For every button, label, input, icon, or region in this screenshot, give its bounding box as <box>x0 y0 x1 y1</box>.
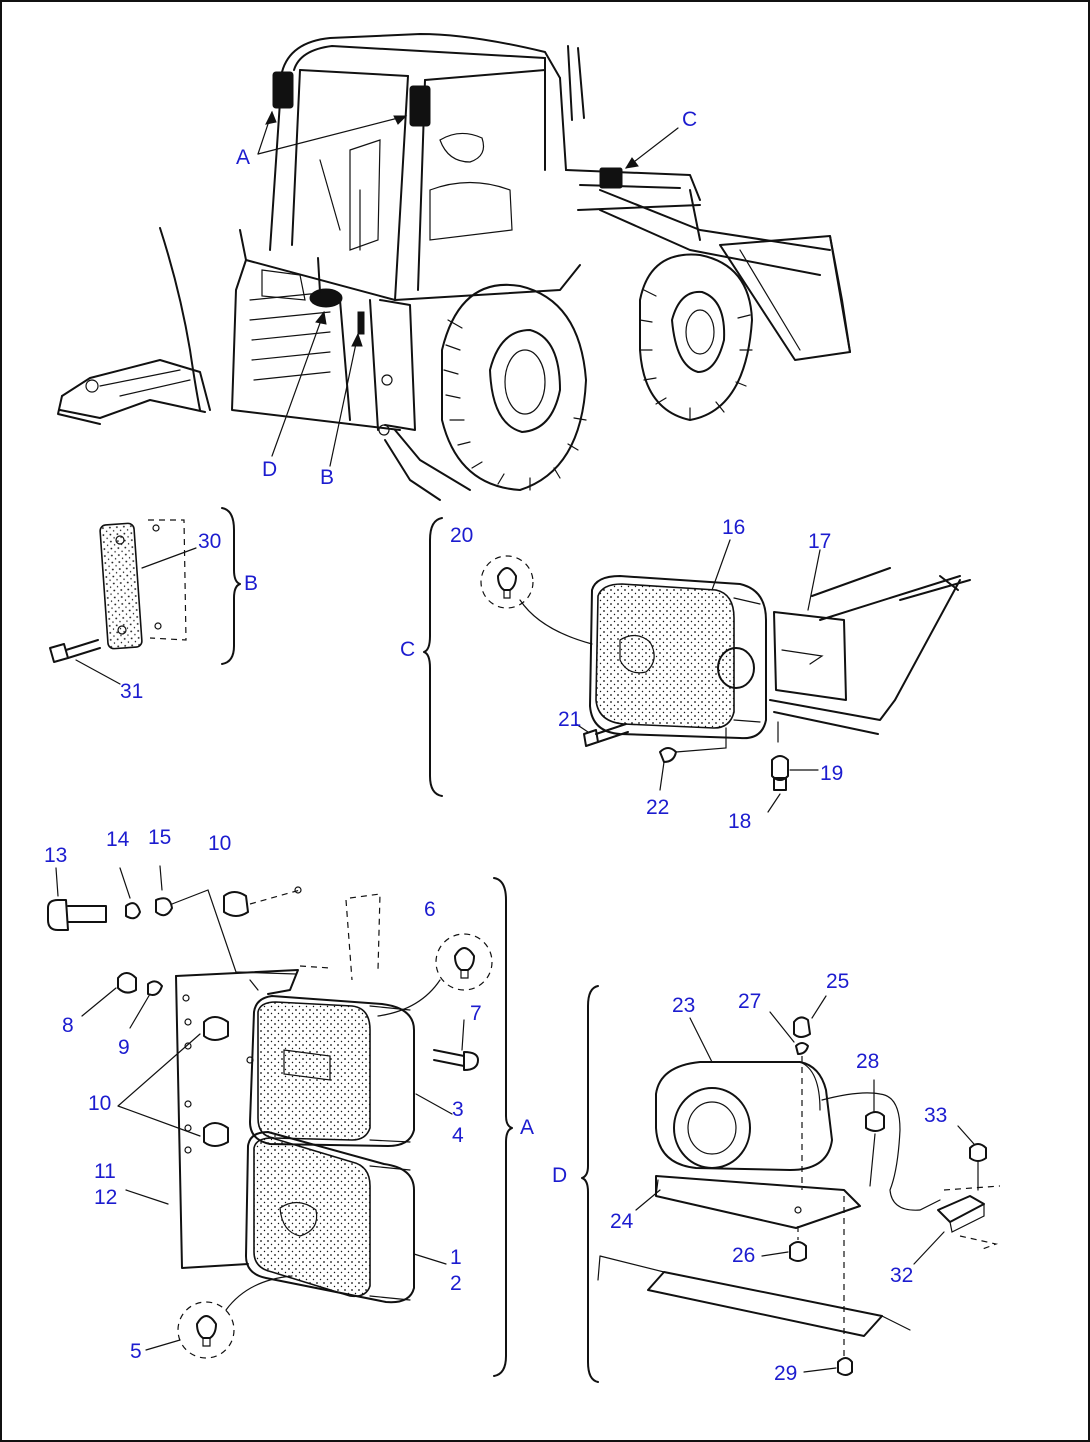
label-13: 13 <box>44 844 67 867</box>
label-9: 9 <box>118 1036 130 1059</box>
section-b <box>49 507 241 685</box>
label-17: 17 <box>808 530 831 553</box>
label-10-left: 10 <box>88 1092 111 1115</box>
label-D-overview: D <box>262 458 277 481</box>
label-10-top: 10 <box>208 832 231 855</box>
label-7: 7 <box>470 1002 482 1025</box>
label-layer: A C D B B C A D 30 31 20 16 17 21 22 19 … <box>44 108 947 1385</box>
label-19: 19 <box>820 762 843 785</box>
label-33: 33 <box>924 1104 947 1127</box>
label-A-section: A <box>520 1116 534 1139</box>
label-21: 21 <box>558 708 581 731</box>
label-27: 27 <box>738 990 761 1013</box>
label-1: 1 <box>450 1246 462 1269</box>
label-2: 2 <box>450 1272 462 1295</box>
label-29: 29 <box>774 1362 797 1385</box>
machine-beacon-d <box>309 288 343 308</box>
machine-light-c <box>599 167 623 189</box>
machine-overview <box>57 33 851 501</box>
label-22: 22 <box>646 796 669 819</box>
label-C-section: C <box>400 638 415 661</box>
label-16: 16 <box>722 516 745 539</box>
label-8: 8 <box>62 1014 74 1037</box>
machine-reflector-b <box>357 311 365 335</box>
label-28: 28 <box>856 1050 879 1073</box>
label-31: 31 <box>120 680 143 703</box>
label-26: 26 <box>732 1244 755 1267</box>
label-4: 4 <box>452 1124 464 1147</box>
section-c <box>423 517 971 813</box>
label-C-overview: C <box>682 108 697 131</box>
label-25: 25 <box>826 970 849 993</box>
machine-light-a-left <box>272 71 294 109</box>
section-a <box>47 865 513 1377</box>
reflector-plate <box>99 522 143 650</box>
label-6: 6 <box>424 898 436 921</box>
label-30: 30 <box>198 530 221 553</box>
section-d <box>581 985 1001 1383</box>
label-3: 3 <box>452 1098 464 1121</box>
label-14: 14 <box>106 828 130 851</box>
label-B-section: B <box>244 572 258 595</box>
label-12: 12 <box>94 1186 117 1209</box>
label-B-overview: B <box>320 466 334 489</box>
label-24: 24 <box>610 1210 634 1233</box>
label-18: 18 <box>728 810 751 833</box>
label-11: 11 <box>94 1160 116 1183</box>
machine-light-a-right <box>409 85 431 127</box>
label-23: 23 <box>672 994 695 1017</box>
bulb-6-circle <box>435 933 493 991</box>
label-5: 5 <box>130 1340 142 1363</box>
bulb-5-circle <box>177 1301 235 1359</box>
label-15: 15 <box>148 826 171 849</box>
label-20: 20 <box>450 524 473 547</box>
bulb-20-circle <box>480 555 534 609</box>
label-A-overview: A <box>236 146 250 169</box>
label-32: 32 <box>890 1264 913 1287</box>
label-D-section: D <box>552 1164 567 1187</box>
